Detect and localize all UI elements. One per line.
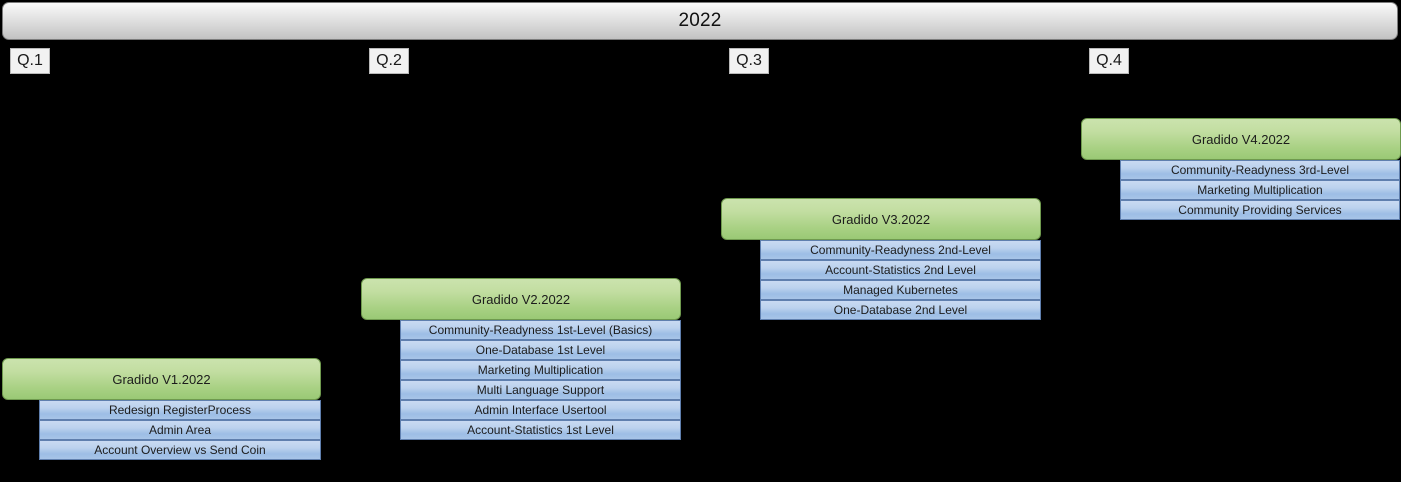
feature-item[interactable]: One-Database 1st Level: [400, 340, 681, 360]
feature-label: Community Providing Services: [1178, 203, 1342, 217]
feature-label: Redesign RegisterProcess: [108, 403, 252, 417]
feature-label: Account Overview vs Send Coin: [94, 443, 266, 457]
release-title: Gradido V3.2022: [831, 211, 931, 227]
feature-item[interactable]: Multi Language Support: [400, 380, 681, 400]
feature-label: Admin Interface Usertool: [474, 403, 607, 417]
feature-item[interactable]: Admin Area: [39, 420, 321, 440]
feature-label: Admin Area: [148, 423, 212, 437]
feature-label: Community-Readyness 1st-Level (Basics): [428, 323, 653, 337]
feature-item[interactable]: Admin Interface Usertool: [400, 400, 681, 420]
release-header[interactable]: Gradido V4.2022: [1081, 118, 1401, 160]
feature-label: One-Database 1st Level: [475, 343, 606, 357]
release-header[interactable]: Gradido V1.2022: [2, 358, 321, 400]
feature-label: Managed Kubernetes: [843, 283, 958, 297]
feature-label: One-Database 2nd Level: [833, 303, 968, 317]
quarter-label: Q.3: [736, 52, 762, 69]
release-header[interactable]: Gradido V2.2022: [361, 278, 681, 320]
feature-item[interactable]: Account Overview vs Send Coin: [39, 440, 321, 460]
feature-item[interactable]: Community-Readyness 2nd-Level: [760, 240, 1041, 260]
release-header[interactable]: Gradido V3.2022: [721, 198, 1041, 240]
feature-label: Account-Statistics 1st Level: [467, 423, 614, 437]
quarter-label: Q.2: [376, 52, 402, 69]
feature-label: Marketing Multiplication: [477, 363, 604, 377]
release-title: Gradido V4.2022: [1191, 131, 1291, 147]
quarter-marker-3: Q.3: [729, 48, 769, 74]
feature-item[interactable]: Account-Statistics 1st Level: [400, 420, 681, 440]
quarter-marker-1: Q.1: [10, 48, 50, 74]
quarter-label: Q.4: [1096, 52, 1122, 69]
feature-item[interactable]: Marketing Multiplication: [1120, 180, 1400, 200]
year-header-bar: 2022: [2, 2, 1398, 40]
feature-label: Marketing Multiplication: [1197, 183, 1323, 197]
quarter-marker-2: Q.2: [369, 48, 409, 74]
feature-item[interactable]: Redesign RegisterProcess: [39, 400, 321, 420]
feature-item[interactable]: One-Database 2nd Level: [760, 300, 1041, 320]
year-label: 2022: [678, 10, 722, 31]
quarter-marker-4: Q.4: [1089, 48, 1129, 74]
release-title: Gradido V2.2022: [471, 291, 571, 307]
feature-item[interactable]: Managed Kubernetes: [760, 280, 1041, 300]
feature-item[interactable]: Marketing Multiplication: [400, 360, 681, 380]
quarter-label: Q.1: [17, 52, 43, 69]
feature-item[interactable]: Community-Readyness 1st-Level (Basics): [400, 320, 681, 340]
feature-item[interactable]: Community Providing Services: [1120, 200, 1400, 220]
feature-label: Community-Readyness 3rd-Level: [1170, 163, 1350, 177]
feature-item[interactable]: Community-Readyness 3rd-Level: [1120, 160, 1400, 180]
feature-label: Multi Language Support: [476, 383, 605, 397]
feature-label: Community-Readyness 2nd-Level: [810, 243, 991, 257]
release-title: Gradido V1.2022: [112, 371, 211, 387]
feature-label: Account-Statistics 2nd Level: [825, 263, 976, 277]
feature-item[interactable]: Account-Statistics 2nd Level: [760, 260, 1041, 280]
